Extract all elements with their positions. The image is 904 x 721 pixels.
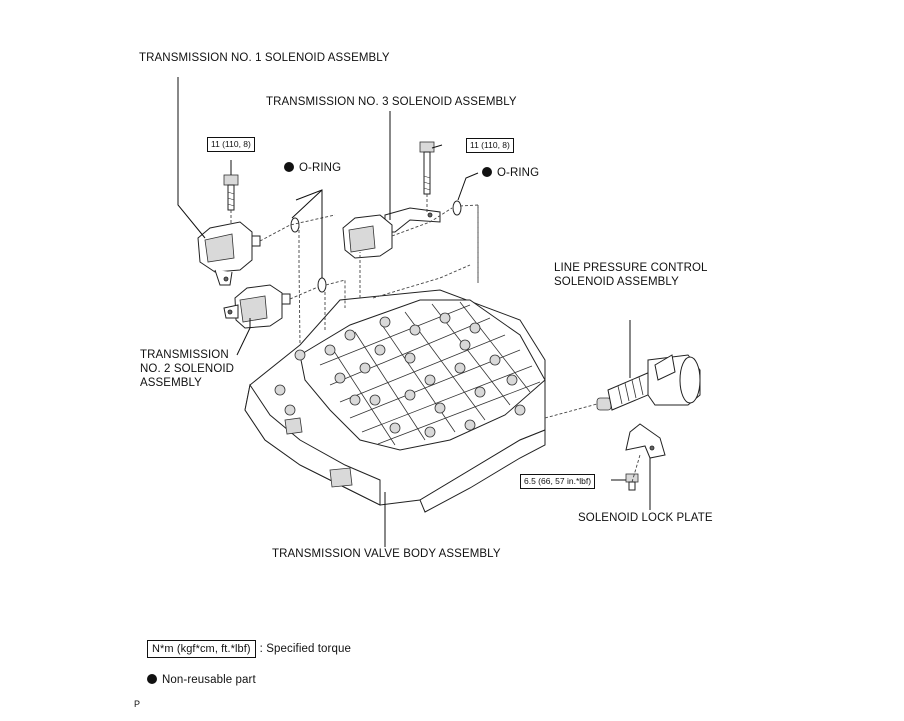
label-line-pressure-solenoid: LINE PRESSURE CONTROL SOLENOID ASSEMBLY bbox=[554, 262, 708, 288]
bolt-right-drawing bbox=[419, 141, 435, 195]
solenoid-no2-drawing bbox=[223, 284, 291, 329]
leader-lines bbox=[177, 77, 651, 547]
torque-box-lock-plate: 6.5 (66, 57 in.*lbf) bbox=[520, 474, 596, 489]
label-valve-body: TRANSMISSION VALVE BODY ASSEMBLY bbox=[272, 548, 501, 560]
footer-code: P bbox=[134, 699, 141, 709]
non-reusable-dot-icon bbox=[482, 167, 492, 177]
legend-torque-text: : Specified torque bbox=[259, 643, 351, 655]
torque-box-right: 11 (110, 8) bbox=[466, 138, 514, 153]
torque-box-left: 11 (110, 8) bbox=[207, 137, 255, 152]
label-solenoid-no2: TRANSMISSION NO. 2 SOLENOID ASSEMBLY bbox=[140, 349, 235, 389]
bolt-left-drawing bbox=[223, 174, 239, 211]
legend-nonreusable-text: Non-reusable part bbox=[162, 674, 256, 686]
legend-torque: N*m (kgf*cm, ft.*lbf): Specified torque bbox=[147, 640, 351, 658]
solenoid-no3-drawing bbox=[342, 207, 441, 259]
lock-plate-drawing bbox=[625, 423, 666, 459]
non-reusable-dot-icon bbox=[284, 162, 294, 172]
label-solenoid-no3: TRANSMISSION NO. 3 SOLENOID ASSEMBLY bbox=[266, 96, 517, 108]
label-solenoid-lock-plate: SOLENOID LOCK PLATE bbox=[578, 512, 713, 524]
label-o-ring-right: O-RING bbox=[482, 166, 539, 180]
legend-torque-units: N*m (kgf*cm, ft.*lbf) bbox=[147, 640, 256, 658]
valve-body-drawing bbox=[244, 289, 546, 513]
line-pressure-solenoid-drawing bbox=[596, 354, 701, 411]
assembly-guides bbox=[230, 194, 641, 483]
non-reusable-dot-icon bbox=[147, 674, 157, 684]
legend-nonreusable: Non-reusable part bbox=[147, 673, 256, 687]
o-ring-right-text: O-RING bbox=[497, 167, 540, 179]
o-ring-left-text: O-RING bbox=[299, 162, 342, 174]
solenoid-no1-drawing bbox=[197, 221, 261, 286]
label-solenoid-no1: TRANSMISSION NO. 1 SOLENOID ASSEMBLY bbox=[139, 52, 390, 64]
label-o-ring-left: O-RING bbox=[284, 161, 341, 175]
